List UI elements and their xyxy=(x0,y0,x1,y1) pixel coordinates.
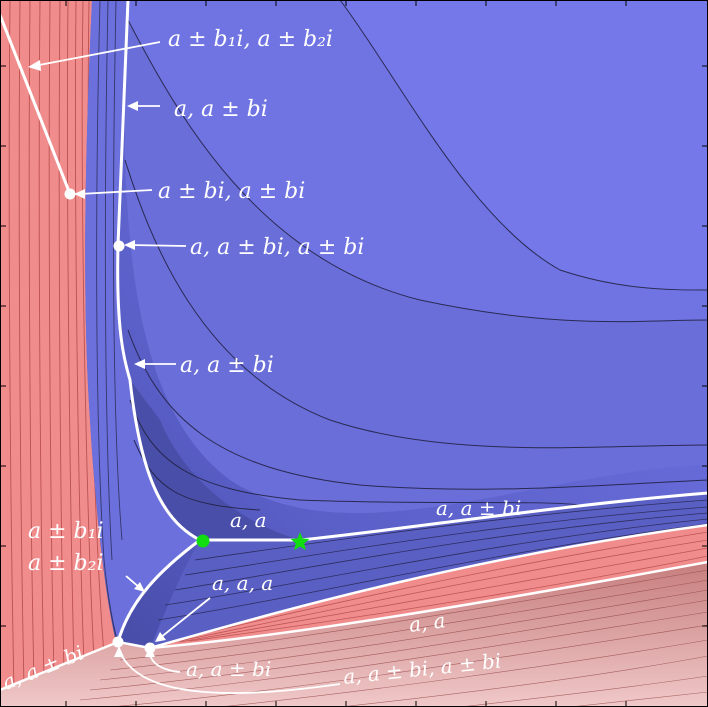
boundary-vertical xyxy=(116,0,201,542)
label-b1: a ± b₁i xyxy=(28,519,103,544)
label-bottom-point-right: a, a ± bi xyxy=(186,657,271,681)
red-diagonal-contours xyxy=(159,531,708,645)
boundary-red-diagonal-top xyxy=(149,523,708,650)
blue-strip-contours xyxy=(96,0,123,643)
blue-dark-wedge xyxy=(130,380,300,540)
boundary-top-left-diagonal xyxy=(0,14,72,195)
blue-contours xyxy=(124,0,708,511)
boundary-cusp-horizontal xyxy=(200,491,708,542)
label-bottom-double-real: a, a xyxy=(407,608,447,637)
label-horizontal-boundary: a, a ± bi xyxy=(436,496,521,520)
green-point xyxy=(196,534,210,548)
blue-lower-contours xyxy=(157,499,708,621)
label-triple-real: a, a, a xyxy=(212,571,273,595)
label-b2: a ± b₂i xyxy=(28,551,103,576)
label-vertical-boundary-lower: a, a ± bi xyxy=(180,353,274,378)
label-cusp-double-real: a, a xyxy=(230,508,267,532)
label-vertical-point: a, a ± bi, a ± bi xyxy=(190,235,364,260)
label-vertical-boundary-upper: a, a ± bi xyxy=(174,97,268,122)
boundary-bottom-line xyxy=(149,560,708,650)
label-top-left-complex-pair: a ± b₁i, a ± b₂i xyxy=(168,27,333,52)
green-star xyxy=(290,532,310,551)
arrow-heads xyxy=(28,60,166,657)
point-vertical xyxy=(113,240,125,252)
point-top-left xyxy=(64,188,76,200)
blue-band-3 xyxy=(340,0,708,290)
red-bottom-contours xyxy=(79,569,708,707)
annotation-arrows xyxy=(33,41,341,694)
boundary-cusp-to-bottom xyxy=(116,538,201,643)
point-bottom-left xyxy=(112,636,124,648)
label-double-complex: a ± bi, a ± bi xyxy=(158,179,305,204)
